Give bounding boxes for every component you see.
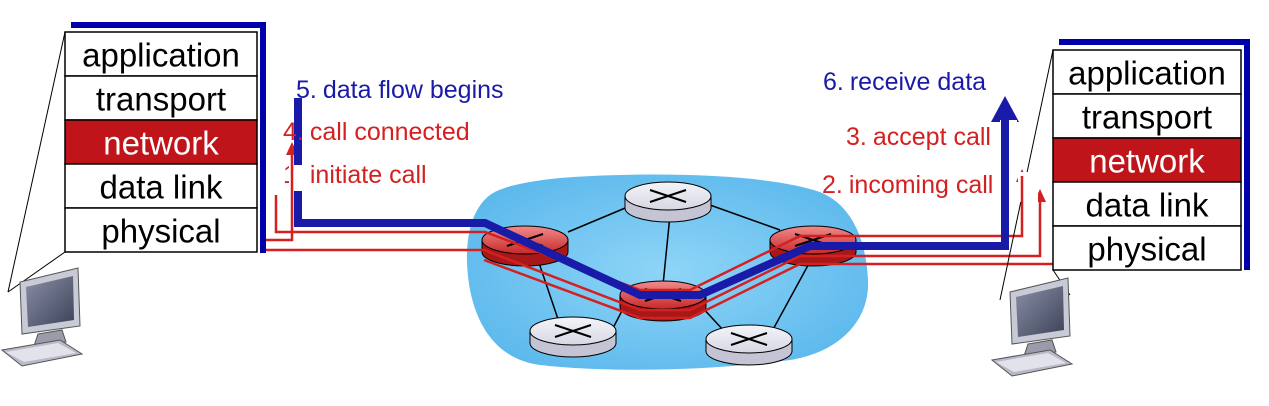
arrowhead [991,96,1019,122]
layer-label: data link [1086,187,1209,224]
step-5-label: 5.data flow begins [296,76,504,104]
step-4-label: 4.call connected [283,118,470,146]
left-host-stack: application transport network data link … [64,22,266,253]
step-2-label: 2.incoming call [822,171,993,199]
layer-label: application [1068,55,1226,92]
signaling-path [260,150,1053,320]
layer-label: transport [1082,99,1212,136]
arrow-overlap-mask [289,165,309,191]
right-host-stack: application transport network data link … [1052,39,1250,271]
step-3-label: 3.accept call [846,123,991,151]
layer-label: physical [101,213,220,250]
layer-label: transport [96,81,226,118]
router-links [537,204,813,336]
step-6-label: 6.receive data [823,68,986,96]
projection-line [7,251,66,293]
computer-icon [0,267,84,367]
router-icon [529,316,617,358]
layer-label: network [1089,143,1205,180]
layer-label: physical [1087,231,1206,268]
step-labels: 5.data flow begins 4.call connected 1.in… [283,68,993,199]
layer-label: application [82,37,240,74]
data-path [294,98,1009,299]
router-icon [624,181,712,223]
computer-icon [990,277,1074,377]
layer-label: data link [100,169,223,206]
router-icon [705,324,793,366]
projection-line [7,31,66,293]
layer-label: network [103,125,219,162]
